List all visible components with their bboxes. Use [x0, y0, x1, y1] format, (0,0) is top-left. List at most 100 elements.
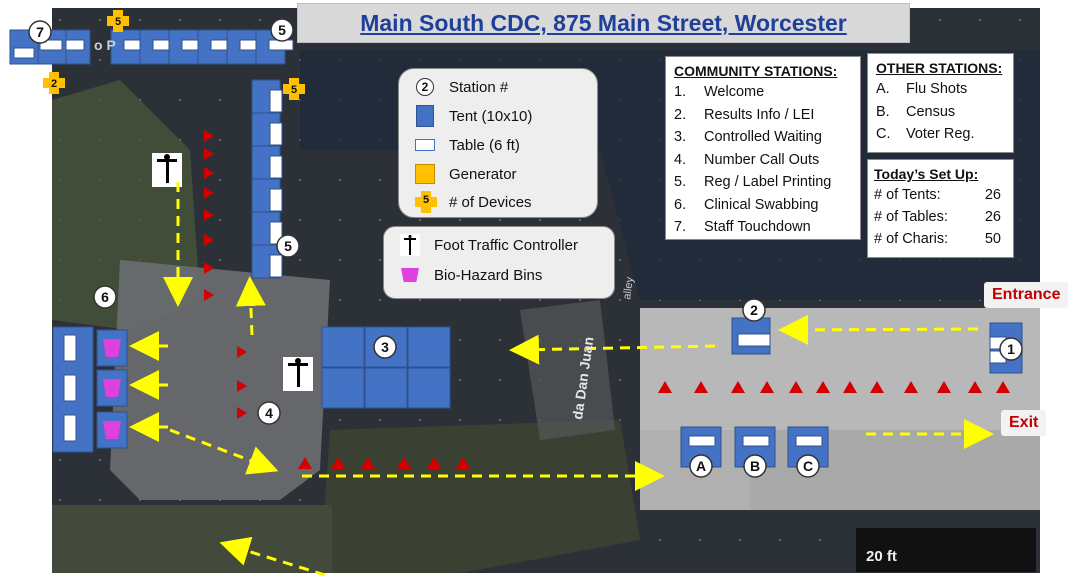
devices-5a: 5: [115, 16, 121, 28]
legend-label-devices: # of Devices: [449, 193, 532, 211]
station-6-marker: 6: [101, 289, 109, 305]
station-a-marker: A: [696, 458, 706, 474]
community-station-label: Clinical Swabbing: [704, 196, 819, 213]
traffic-cone: [456, 457, 470, 469]
table: [63, 374, 77, 402]
community-station-label: Staff Touchdown: [704, 219, 811, 235]
street-label-secondary: alley: [621, 276, 636, 301]
station-b-marker: B: [750, 458, 760, 474]
station-6-marker-circle: [93, 285, 117, 309]
legend-label-foot-traffic: Foot Traffic Controller: [434, 236, 578, 254]
devices-7: 2: [51, 78, 57, 90]
device-cross-horizontal: [283, 84, 305, 94]
setup-row: # of Tents:26: [868, 184, 1013, 206]
legend-label-table: Table (6 ft): [449, 136, 520, 154]
community-station-row: 1.Welcome: [666, 81, 860, 104]
station-c-marker: C: [803, 458, 813, 474]
traffic-controller-icon: [400, 234, 420, 256]
community-station-row: 5.Reg / Label Printing: [666, 171, 860, 194]
other-station-number: C.: [876, 126, 891, 142]
parking-area: [110, 260, 330, 500]
table: [63, 334, 77, 362]
legend-row-devices: 5 # of Devices: [399, 191, 532, 213]
legend-label-station: Station #: [449, 78, 509, 96]
other-station-label: Census: [906, 103, 956, 120]
traffic-cone: [904, 381, 918, 393]
tent: [407, 367, 451, 409]
table: [795, 435, 823, 447]
other-station-number: B.: [876, 103, 890, 120]
setup-value: 26: [984, 209, 1001, 225]
community-station-label: Controlled Waiting: [704, 129, 822, 145]
table-icon: [415, 139, 435, 151]
station-5b-marker-circle: [276, 234, 300, 258]
legend-label-generator: Generator: [449, 165, 517, 183]
legend-row-generator: Generator: [399, 164, 517, 184]
community-station-number: 7.: [674, 219, 687, 235]
traffic-cone: [870, 381, 884, 393]
setup-value: 26: [984, 187, 1001, 203]
traffic-cone: [694, 381, 708, 393]
station-5a-marker-circle: [270, 18, 294, 42]
other-station-number: A.: [876, 81, 890, 97]
traffic-cone: [204, 289, 214, 301]
other-station-label: Flu Shots: [906, 81, 968, 97]
other-station-row: C.Voter Reg.: [868, 123, 1013, 146]
traffic-cone: [361, 457, 375, 469]
traffic-cone: [237, 407, 247, 419]
community-station-row: 6.Clinical Swabbing: [666, 194, 860, 217]
setup-label: # of Charis:: [874, 231, 949, 247]
community-station-number: 5.: [674, 174, 687, 190]
traffic-controller-arms: [157, 159, 177, 162]
biohazard-bin: [103, 339, 121, 357]
tent: [407, 326, 451, 368]
tent: [321, 367, 365, 409]
station-4-marker: 4: [265, 405, 273, 421]
setup-list: # of Tents:26 # of Tables: 26 # of Charis: 5…: [868, 184, 1013, 250]
traffic-cone: [731, 381, 745, 393]
table: [65, 39, 85, 51]
community-station-row: 3.Controlled Waiting: [666, 126, 860, 149]
legend-label-tent: Tent (10x10): [449, 107, 533, 125]
entrance-label: Entrance: [984, 282, 1069, 308]
tent-icon: [416, 105, 434, 127]
traffic-cone: [298, 457, 312, 469]
device-cross-horizontal: [43, 78, 65, 88]
table: [269, 188, 283, 212]
station-7-marker-circle: [28, 20, 52, 44]
legend-row-station: 2 Station #: [399, 77, 508, 97]
traffic-controller-head: [295, 358, 301, 364]
traffic-cone: [204, 262, 214, 274]
traffic-cone: [427, 457, 441, 469]
community-station-row: 4.Number Call Outs: [666, 149, 860, 172]
station-2-marker: 2: [750, 302, 758, 318]
community-station-label: Results Info / LEI: [704, 106, 815, 123]
setup-heading: Today’s Set Up:: [874, 166, 979, 182]
traffic-controller-body: [166, 159, 169, 183]
devices-5b: 5: [291, 84, 297, 96]
community-station-number: 1.: [674, 84, 687, 100]
traffic-cone: [397, 457, 411, 469]
traffic-cone: [204, 234, 214, 246]
legend-row-table: Table (6 ft): [399, 135, 520, 155]
setup-label: # of Tables:: [874, 209, 948, 225]
traffic-cone: [204, 187, 214, 199]
table: [13, 47, 35, 59]
traffic-cone: [760, 381, 774, 393]
station-3-marker-circle: [373, 335, 397, 359]
traffic-cone: [204, 167, 214, 179]
scale-label: 20 ft: [866, 548, 897, 565]
map-title-box: Main South CDC, 875 Main Street, Worcest…: [297, 3, 910, 43]
station-4-marker-circle: [257, 401, 281, 425]
table: [269, 122, 283, 146]
other-station-row: A. Flu Shots: [868, 78, 1013, 101]
device-cross-horizontal: [107, 16, 129, 26]
community-station-row: 2.Results Info / LEI: [666, 104, 860, 127]
legend-row-tent: Tent (10x10): [399, 105, 533, 127]
traffic-cone: [658, 381, 672, 393]
scale-bar-background: [856, 528, 1036, 572]
table: [269, 155, 283, 179]
setup-value: 50: [984, 231, 1001, 247]
